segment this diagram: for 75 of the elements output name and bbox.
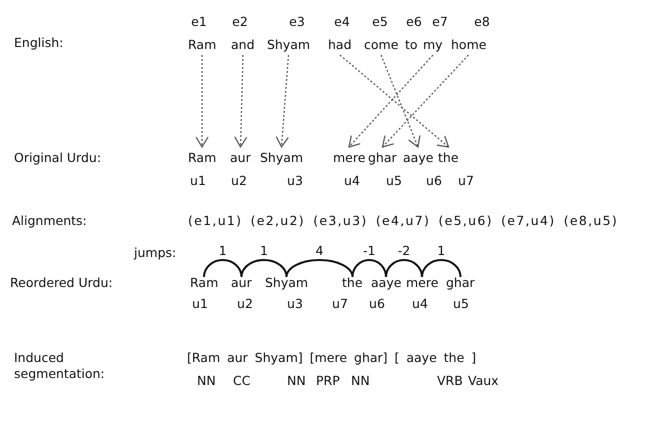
word-index: e7 — [432, 14, 448, 29]
text-label: [Ram aur Shyam] [mere ghar] [ aaye the ] — [187, 350, 476, 366]
word-index: u7 — [332, 296, 348, 311]
jump-arc — [352, 259, 387, 278]
word-index: e3 — [289, 14, 305, 29]
word-index: e4 — [334, 14, 350, 29]
jump-arc — [421, 259, 462, 278]
word: Ram — [188, 150, 216, 165]
word: ghar — [368, 150, 397, 165]
edge-label: 1 — [258, 243, 270, 258]
jump-arc — [203, 259, 242, 278]
text-label: Reordered Urdu: — [10, 275, 113, 291]
jump-arc — [385, 259, 423, 278]
word: the — [342, 275, 363, 290]
word-index: u6 — [369, 296, 385, 311]
word-index: u1 — [190, 173, 206, 188]
text-label: English: — [14, 35, 64, 51]
word-index: u4 — [344, 173, 360, 188]
text-label: NN — [197, 373, 216, 389]
word: had — [328, 37, 352, 52]
text-label: Induced segmentation: — [14, 350, 106, 382]
word: Shyam — [260, 150, 304, 165]
word: and — [231, 37, 255, 52]
word-index: e5 — [372, 14, 388, 29]
word: home — [451, 37, 486, 52]
word-index: u3 — [287, 173, 303, 188]
text-label: Alignments: — [12, 213, 87, 229]
word-index: u7 — [458, 173, 474, 188]
word: to — [405, 37, 418, 52]
word-index: u1 — [192, 296, 208, 311]
word-index: e2 — [232, 14, 248, 29]
alignment-arrow — [195, 55, 209, 148]
word-index: u5 — [453, 296, 469, 311]
word: aaye — [371, 275, 402, 290]
alignment-arrow — [348, 54, 434, 148]
jump-arc — [240, 259, 288, 278]
word: aaye — [403, 150, 434, 165]
alignment-arrow — [340, 54, 450, 148]
text-label: PRP — [316, 373, 340, 389]
word: Shyam — [267, 37, 310, 52]
jump-arc — [286, 259, 354, 278]
word-index: e8 — [474, 14, 490, 29]
text-label: NN — [287, 373, 306, 389]
alignment-arrow — [382, 54, 469, 148]
word-index: u2 — [237, 296, 253, 311]
text-label: Vaux — [468, 373, 499, 389]
text-label: (e1,u1) (e2,u2) (e3,u3) (e4,u7) (e5,u6) (e7,u4) (e8,u5) — [188, 213, 618, 229]
word: come — [364, 37, 398, 52]
text-label: VRB — [437, 373, 463, 389]
text-label: jumps: — [134, 245, 176, 261]
alignment-arrow — [234, 54, 248, 148]
word: aur — [231, 275, 252, 290]
text-label: CC — [233, 373, 250, 389]
word-index: e6 — [406, 14, 422, 29]
word: Ram — [188, 37, 216, 52]
word: aur — [230, 150, 251, 165]
word-index: u2 — [231, 173, 247, 188]
word: mere — [333, 150, 366, 165]
word: mere — [406, 275, 438, 290]
text-label: NN — [351, 373, 370, 389]
word-index: u3 — [287, 296, 303, 311]
word: ghar — [446, 275, 475, 290]
word-index: u6 — [426, 173, 442, 188]
word-index: e1 — [191, 14, 207, 29]
word-index: u4 — [412, 296, 428, 311]
word: the — [438, 150, 459, 165]
word: Ram — [190, 275, 218, 290]
word: my — [423, 37, 443, 52]
word-index: u5 — [386, 173, 402, 188]
alignment-arrow — [380, 54, 420, 148]
edge-label: -1 — [361, 243, 378, 258]
text-label: Original Urdu: — [14, 150, 102, 166]
word: Shyam — [265, 275, 308, 290]
alignment-arrow — [276, 54, 290, 148]
edge-label: 4 — [314, 243, 326, 258]
